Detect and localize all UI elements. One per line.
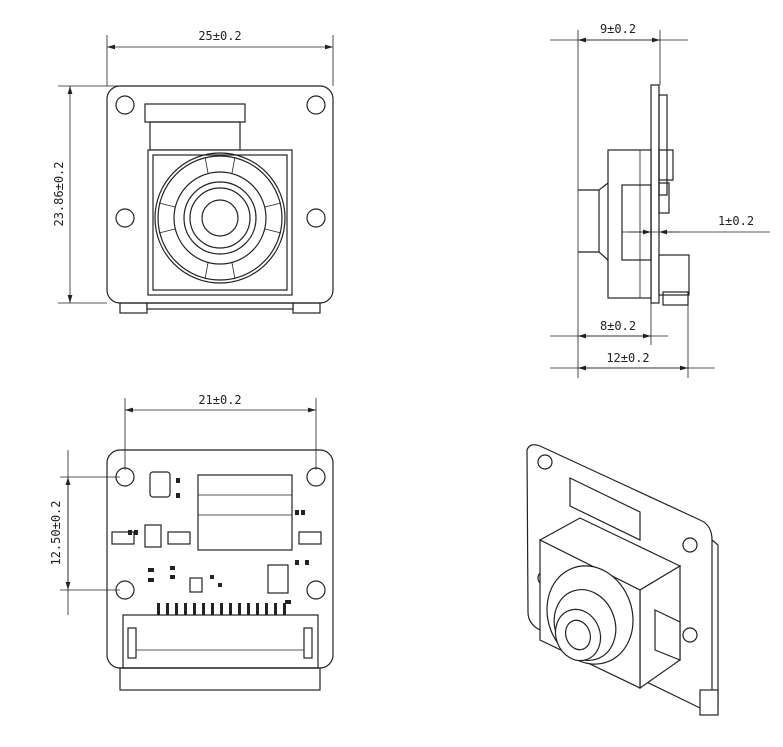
front-view: 25±0.2 23.86±0.2 — [52, 29, 334, 314]
hole-spacing-x-label: 21±0.2 — [198, 393, 241, 407]
isometric-view — [526, 444, 719, 716]
board-thickness-dimension-label: 1±0.2 — [718, 214, 754, 228]
pcb-board — [106, 85, 334, 304]
body-depth-dimension-label: 8±0.2 — [600, 319, 636, 333]
hole-spacing-y-label: 12.50±0.2 — [49, 500, 63, 565]
bottom-connector — [122, 614, 319, 669]
mount-hole — [306, 95, 326, 115]
height-dimension-label: 23.86±0.2 — [52, 161, 66, 226]
side-pcb — [650, 84, 660, 304]
back-pcb — [106, 449, 334, 669]
side-view: 9±0.2 1±0.2 8±0.2 12±0.2 — [550, 22, 770, 378]
mount-hole — [115, 208, 135, 228]
fpc-connector — [197, 474, 293, 551]
width-dimension-label: 25±0.2 — [198, 29, 241, 43]
mount-hole — [306, 208, 326, 228]
back-view: 21±0.2 12.50±0.2 — [49, 393, 334, 691]
total-depth-dimension-label: 12±0.2 — [606, 351, 649, 365]
iso-lens — [565, 619, 591, 651]
mount-hole — [115, 95, 135, 115]
lens — [201, 199, 239, 237]
lens-depth-dimension-label: 9±0.2 — [600, 22, 636, 36]
side-lens-housing — [607, 149, 652, 299]
